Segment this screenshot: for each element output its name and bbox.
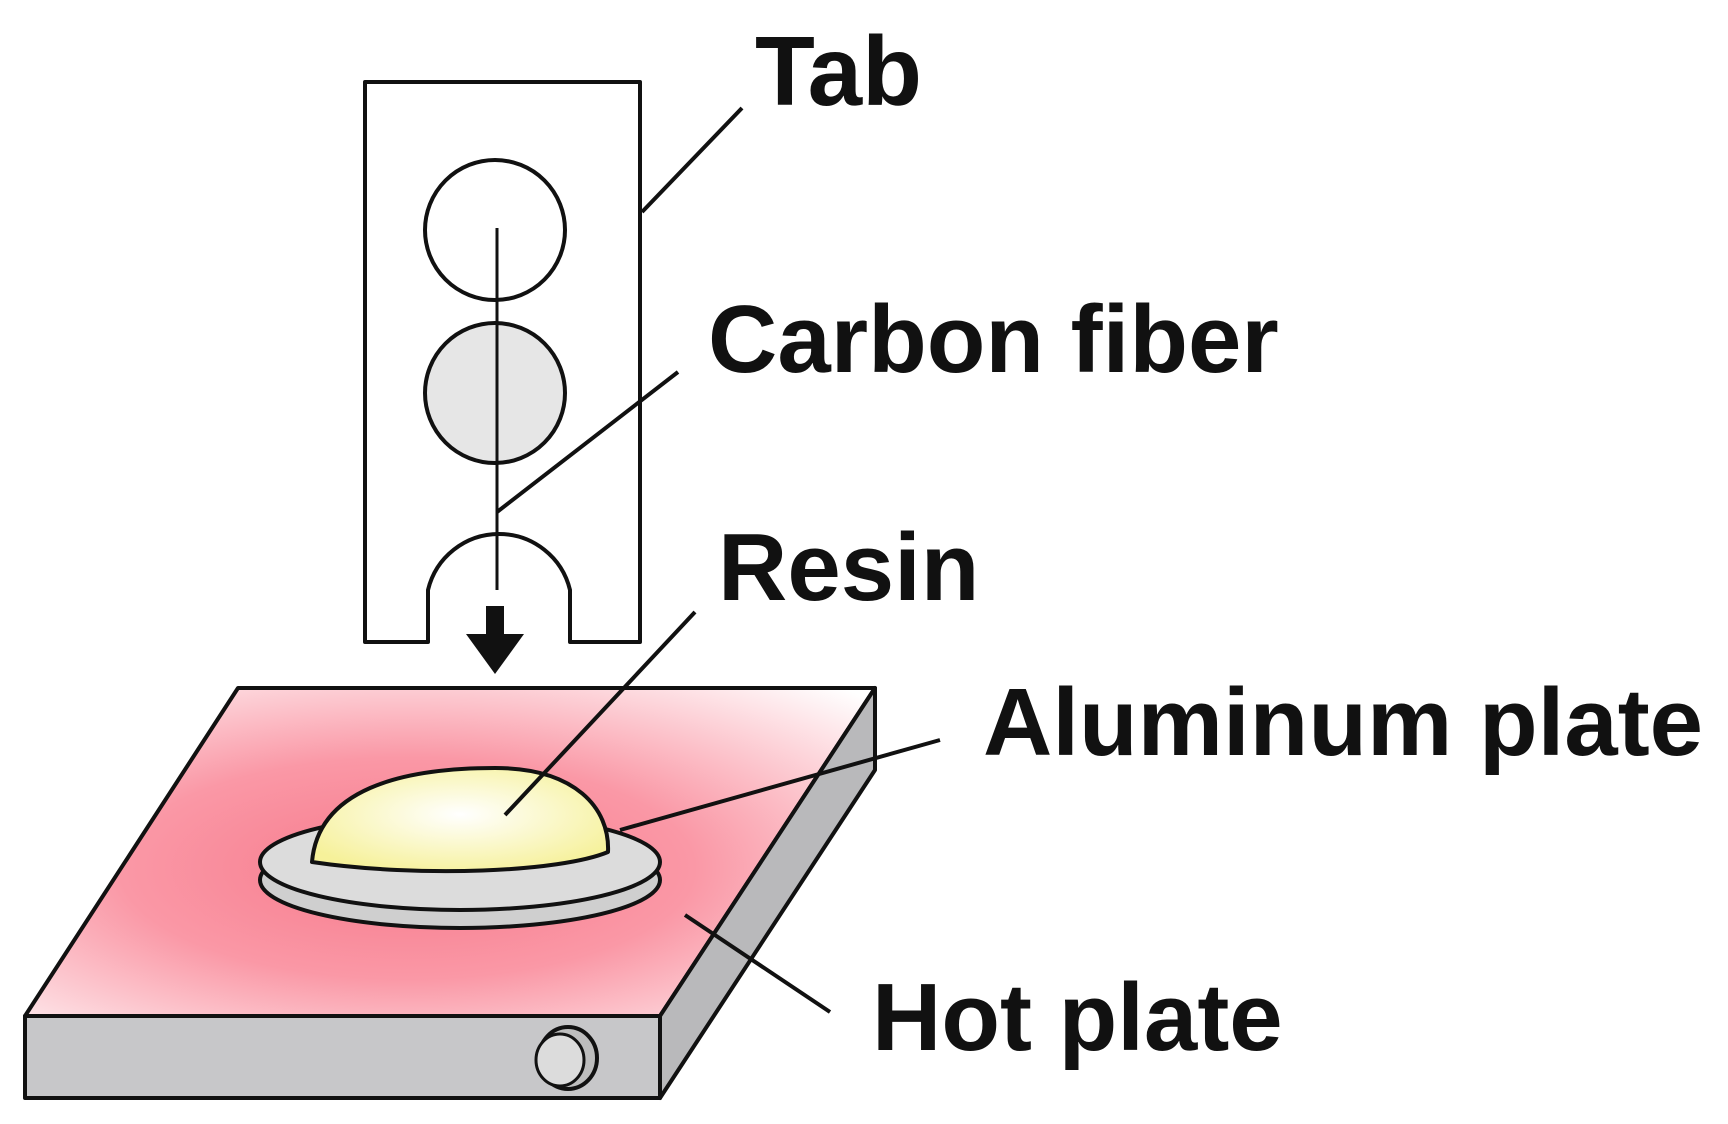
tab: [363, 80, 642, 644]
label-resin: Resin: [718, 514, 979, 621]
leader-carbon-fiber: [495, 370, 680, 514]
hot-plate-right-side: [658, 686, 877, 1100]
label-hot-plate: Hot plate: [872, 964, 1283, 1071]
resin-drop: [310, 766, 611, 874]
leader-hot-plate: [683, 913, 832, 1014]
label-tab: Tab: [755, 16, 922, 126]
leader-aluminum-plate: [619, 738, 941, 832]
hot-plate-knob-icon: [534, 1025, 599, 1091]
tab-hole-filled: [423, 321, 567, 465]
label-aluminum-plate: Aluminum plate: [983, 669, 1703, 776]
leader-resin: [503, 610, 697, 817]
arrow-down-icon: [466, 606, 524, 674]
label-carbon-fiber: Carbon fiber: [708, 286, 1279, 393]
tab-hole-upper: [423, 158, 567, 302]
leader-tab: [640, 106, 744, 214]
leader-lines: [495, 106, 941, 1014]
